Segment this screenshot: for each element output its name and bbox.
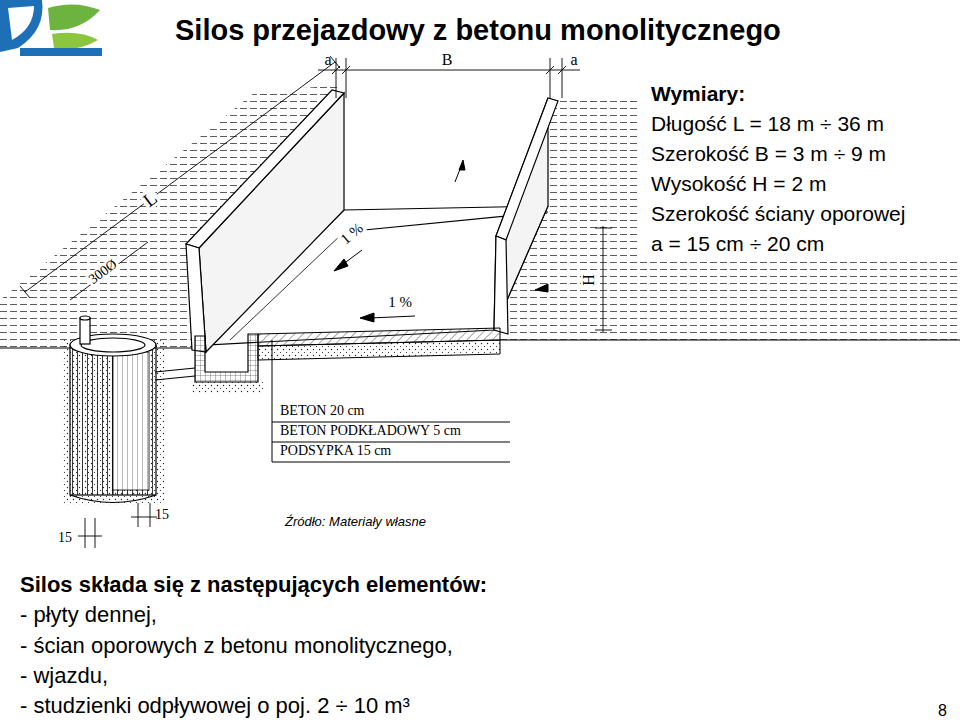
ground-hatching-part — [500, 95, 960, 340]
layer-table-part — [272, 340, 273, 462]
drainage-well-part — [62, 340, 164, 505]
drainage-channel-part — [195, 334, 258, 382]
dimension-label: H — [581, 272, 597, 288]
drainage-well-part — [113, 352, 149, 490]
drainage-well-part — [80, 316, 90, 320]
dimension-label: 300Ø — [85, 256, 121, 288]
dimension-lines-part — [78, 536, 102, 537]
layer-table — [272, 340, 510, 462]
ground-hatching — [0, 85, 960, 348]
elements-heading: Silos składa się z następujących element… — [20, 572, 487, 597]
slope-arrows-part — [459, 160, 465, 170]
floor-slab-section-part — [258, 340, 500, 360]
element-item: - studzienki odpływowej o poj. 2 ÷ 10 m³ — [20, 693, 410, 718]
dimension-lines-part — [150, 503, 151, 527]
page-number: 8 — [938, 702, 947, 720]
slope-arrows — [334, 160, 548, 322]
slope-arrows-part — [535, 284, 548, 292]
slope-label: 1 % — [386, 295, 414, 310]
logo-part — [48, 4, 100, 30]
dimension-label: 15 — [58, 530, 72, 546]
dimensions-heading: Wymiary: — [651, 82, 745, 106]
right-retaining-wall — [494, 98, 558, 334]
logo-part — [52, 33, 98, 49]
right-retaining-wall-part — [496, 98, 558, 240]
layer-table-part — [272, 442, 510, 443]
drainage-well-part — [80, 318, 90, 344]
dimension-lines-part — [70, 242, 148, 300]
dimension-lines-part — [550, 58, 551, 98]
dimension-spec: Szerokość B = 3 m ÷ 9 m — [651, 142, 886, 166]
dimension-lines-part — [558, 66, 566, 74]
logo-part — [0, 0, 43, 52]
drainage-well-part — [70, 345, 156, 495]
dimension-label: a — [324, 51, 331, 69]
layer-table-part — [272, 462, 510, 463]
slope-label: 1 % — [337, 219, 368, 248]
layer-label: BETON 20 cm — [280, 403, 365, 419]
drainage-well — [62, 316, 164, 505]
dimension-lines-part — [562, 58, 563, 98]
logo-part — [8, 6, 34, 40]
left-retaining-wall — [186, 90, 344, 352]
element-item: - płyty dennej, — [20, 602, 157, 627]
dimension-lines-part — [95, 518, 96, 548]
logo — [0, 0, 102, 56]
right-retaining-wall-part — [494, 236, 508, 334]
drainage-channel-part — [192, 382, 264, 394]
dimension-label: B — [442, 51, 453, 69]
slope-arrows-part — [370, 316, 415, 318]
dimension-lines-part — [318, 70, 580, 71]
dimension-spec: Wysokość H = 2 m — [651, 172, 826, 196]
element-item: - ścian oporowych z betonu monolityczneg… — [20, 633, 453, 658]
dimension-label: a — [570, 51, 577, 69]
floor-slab-section — [258, 328, 500, 360]
logo-part — [20, 48, 102, 56]
drainage-well-part — [70, 495, 156, 503]
layer-label: PODSYPKA 15 cm — [280, 443, 391, 459]
slide-title: Silos przejazdowy z betonu monolityczneg… — [175, 14, 781, 47]
drainage-channel — [192, 334, 264, 394]
dimension-lines-part — [20, 286, 30, 298]
slope-arrows-part — [334, 259, 348, 271]
dimension-lines-part — [595, 330, 612, 331]
ground-hatching-part — [500, 340, 960, 341]
dimension-label: 15 — [155, 507, 169, 523]
source-note: Źródło: Materiały własne — [285, 515, 426, 530]
dimension-lines-part — [346, 58, 347, 98]
dimension-lines-part — [603, 226, 604, 332]
dimension-lines-part — [546, 66, 554, 74]
dimension-spec: a = 15 cm ÷ 20 cm — [651, 232, 824, 256]
dimension-lines-part — [25, 62, 335, 292]
dimension-spec: Szerokość ściany oporowej — [651, 202, 905, 226]
dimension-lines-part — [138, 503, 139, 527]
dimension-lines-part — [85, 518, 86, 548]
slope-arrows-part — [360, 313, 374, 322]
dimension-lines-part — [595, 228, 612, 229]
element-item: - wjazdu, — [20, 663, 108, 688]
layer-label: BETON PODKŁADOWY 5 cm — [280, 423, 461, 439]
dimension-spec: Długość L = 18 m ÷ 36 m — [651, 112, 884, 136]
layer-table-part — [272, 422, 510, 423]
dimension-lines-part — [131, 517, 157, 518]
dimension-label: L — [138, 187, 162, 212]
drainage-well-part — [113, 352, 149, 490]
dimension-lines-part — [342, 66, 350, 74]
dimension-lines — [20, 56, 612, 548]
